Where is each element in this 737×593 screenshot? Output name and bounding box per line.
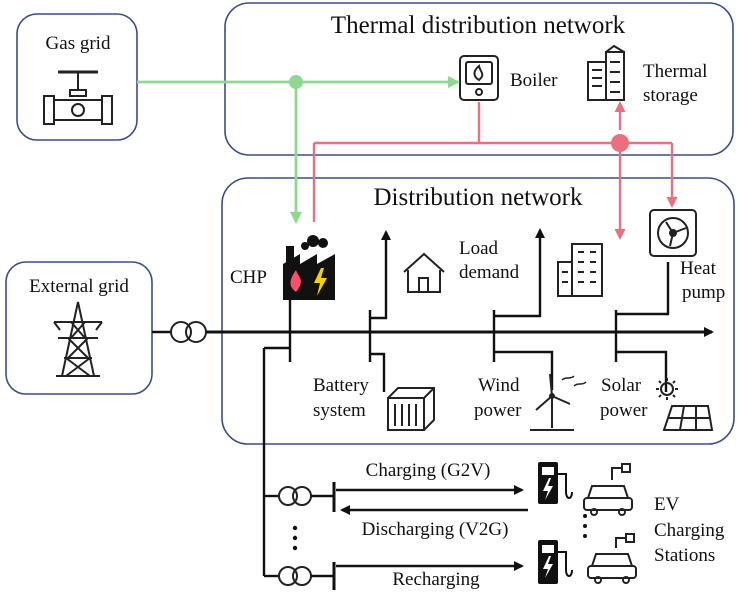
boiler-icon bbox=[459, 55, 499, 101]
boiler-label: Boiler bbox=[510, 70, 558, 91]
battery-label-1: Battery bbox=[313, 375, 369, 396]
ev-feeders bbox=[264, 494, 278, 578]
transmission-tower-icon bbox=[53, 301, 103, 377]
wind-label-2: power bbox=[474, 400, 522, 421]
ev-charger-2-icon bbox=[538, 540, 573, 584]
ev-charger-1-icon bbox=[538, 462, 573, 504]
ev-car-1-icon bbox=[583, 463, 633, 516]
ev-transformer-2-icon bbox=[278, 566, 312, 586]
main-transformer-icon bbox=[170, 321, 207, 343]
chp-icon bbox=[283, 235, 335, 300]
ev-stations-label-3: Stations bbox=[654, 545, 715, 566]
battery-icon bbox=[387, 387, 435, 431]
thermal-storage-label-2: storage bbox=[643, 85, 698, 106]
ev-dots bbox=[583, 514, 587, 538]
charging-label: Charging (G2V) bbox=[366, 460, 491, 481]
building-icon bbox=[557, 243, 603, 297]
heat-pump-label-1: Heat bbox=[680, 258, 717, 279]
distribution-network-title: Distribution network bbox=[373, 184, 583, 211]
wind-label-1: Wind bbox=[478, 375, 520, 396]
ev-stations-label-2: Charging bbox=[654, 520, 725, 541]
wind-turbine-icon bbox=[530, 373, 587, 431]
sun-icon bbox=[656, 378, 678, 400]
ev-ellipsis bbox=[292, 525, 298, 551]
feeder-3 bbox=[492, 228, 554, 390]
discharging-label: Discharging (V2G) bbox=[362, 519, 509, 540]
ev-stations-label-1: EV bbox=[654, 494, 680, 515]
feeder-2 bbox=[368, 230, 391, 392]
distribution-network-box bbox=[221, 177, 735, 445]
heat-pump-icon bbox=[649, 209, 697, 257]
thermal-storage-icon bbox=[587, 44, 625, 101]
chp-label: CHP bbox=[230, 267, 267, 288]
ev-transformer-1-icon bbox=[278, 486, 312, 506]
ev-bus-stubs bbox=[311, 482, 336, 590]
solar-label-2: power bbox=[600, 400, 648, 421]
battery-label-2: system bbox=[313, 400, 366, 421]
solar-label-1: Solar bbox=[601, 375, 642, 396]
gas-flow-lines bbox=[137, 75, 460, 224]
thermal-storage-label-1: Thermal bbox=[643, 61, 707, 82]
gas-grid-label: Gas grid bbox=[46, 33, 111, 54]
solar-panel-icon bbox=[662, 405, 714, 431]
external-grid-label: External grid bbox=[29, 276, 129, 297]
load-label-1: Load bbox=[459, 238, 499, 259]
ev-car-2-icon bbox=[587, 533, 637, 584]
load-label-2: demand bbox=[459, 262, 520, 283]
heat-flow-lines bbox=[312, 101, 678, 240]
feeder-1 bbox=[262, 300, 292, 576]
heat-pump-label-2: pump bbox=[682, 282, 725, 303]
thermal-network-title: Thermal distribution network bbox=[331, 12, 626, 39]
gas-valve-icon bbox=[43, 70, 113, 125]
recharging-label: Recharging bbox=[392, 569, 480, 590]
house-icon bbox=[403, 252, 445, 293]
